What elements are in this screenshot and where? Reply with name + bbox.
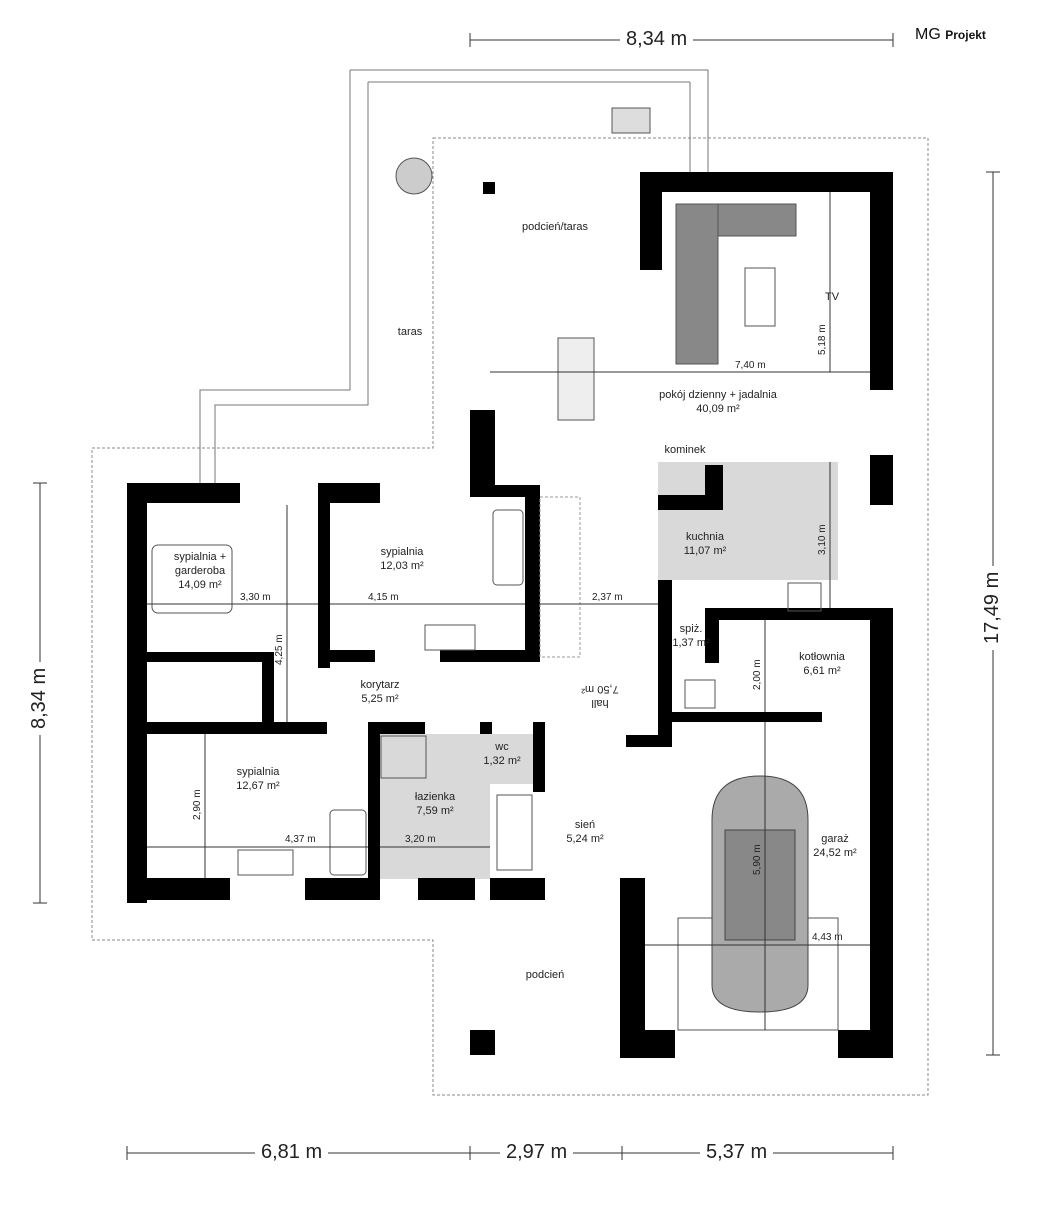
- dining-table-icon: [557, 337, 595, 421]
- dim-living-depth: 5,18 m: [817, 324, 828, 355]
- room-pantry: spiż.1,37 m²: [672, 623, 710, 649]
- logo: MG Projekt: [915, 26, 986, 43]
- double-bed-icon: [151, 544, 233, 614]
- dim-bedroom-2-width: 4,37 m: [285, 834, 316, 845]
- dim-corridor: 4,25 m: [274, 634, 285, 665]
- room-podcien-taras: podcień/taras: [521, 221, 589, 233]
- room-porch: podcień: [525, 969, 565, 981]
- dim-garage-width: 4,43 m: [812, 932, 843, 943]
- dim-bedroom-2-depth: 2,90 m: [192, 789, 203, 820]
- dim-hall: 2,37 m: [592, 592, 623, 603]
- stove-icon: [787, 582, 822, 612]
- walls: [127, 172, 893, 1058]
- dim-top: 8,34 m: [620, 28, 694, 51]
- desk-icon: [237, 849, 294, 876]
- dim-bottom-2: 2,97 m: [500, 1141, 574, 1164]
- dim-boiler: 2,00 m: [752, 659, 763, 690]
- label-tv: TV: [824, 291, 840, 303]
- dim-bathroom: 3,20 m: [405, 834, 436, 845]
- furniture: [151, 107, 839, 1031]
- dimension-lines: [33, 33, 1000, 1160]
- dim-master-bedroom: 3,30 m: [240, 592, 271, 603]
- bed-icon: [329, 809, 367, 876]
- roof-outline: [91, 137, 929, 1096]
- dim-left: 8,34 m: [28, 661, 51, 735]
- stairs-icon: [539, 496, 581, 658]
- lounger-icon: [611, 107, 651, 134]
- bathroom-floor: [380, 734, 490, 879]
- coffee-table-icon: [744, 267, 776, 327]
- dim-kitchen: 3,10 m: [817, 524, 828, 555]
- bed-icon: [492, 509, 524, 586]
- dim-living-width: 7,40 m: [735, 360, 766, 371]
- desk-icon: [424, 624, 476, 651]
- dim-garage-depth: 5,90 m: [752, 844, 763, 875]
- terrace-outline: [199, 69, 709, 483]
- patio-table-icon: [395, 157, 433, 195]
- room-taras: taras: [397, 326, 423, 338]
- boiler-icon: [684, 679, 716, 709]
- dim-bedroom-1: 4,15 m: [368, 592, 399, 603]
- bathtub-icon: [496, 794, 533, 871]
- shower-icon: [380, 735, 427, 779]
- kitchen-floor: [658, 462, 838, 580]
- dim-bottom-1: 6,81 m: [255, 1141, 329, 1164]
- dim-bottom-3: 5,37 m: [700, 1141, 774, 1164]
- wc-floor: [490, 734, 535, 784]
- label-fireplace: kominek: [664, 444, 706, 456]
- dim-right: 17,49 m: [981, 565, 1004, 650]
